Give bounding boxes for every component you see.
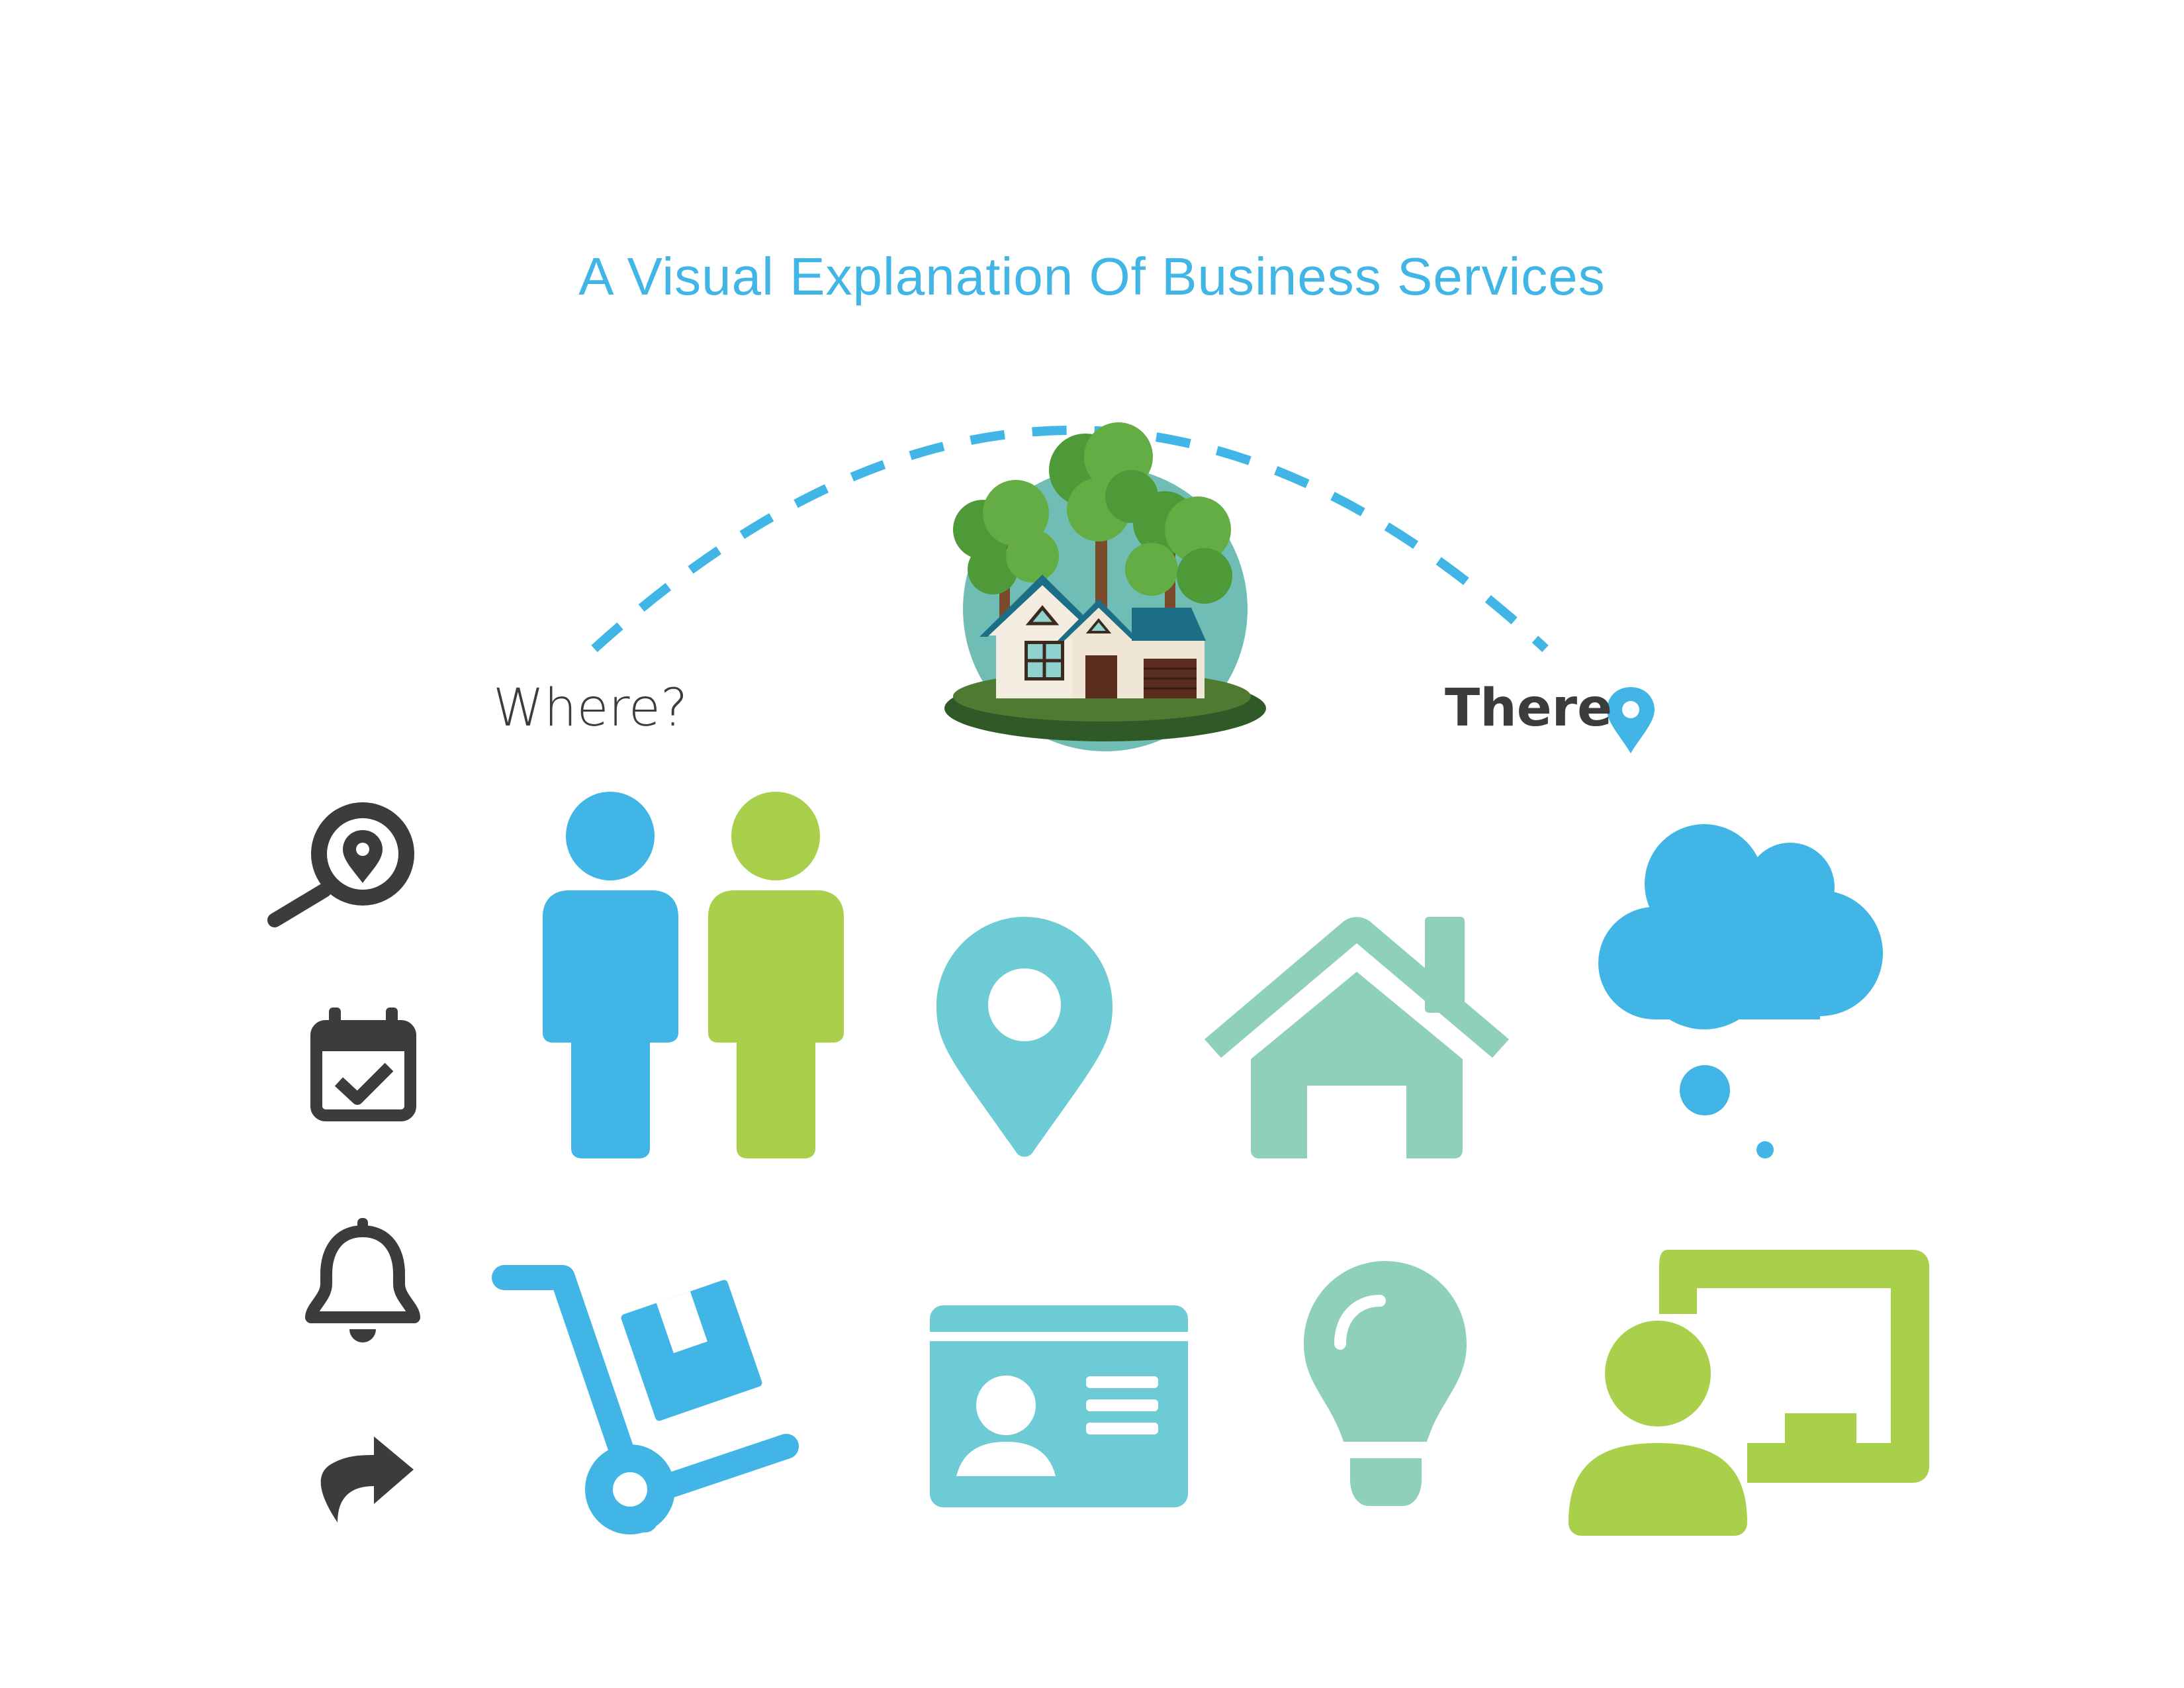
forward-arrow-icon xyxy=(320,1436,414,1523)
page-title: A Visual Explanation Of Business Service… xyxy=(578,247,1606,306)
id-card-icon xyxy=(930,1305,1188,1507)
lightbulb-icon xyxy=(1304,1261,1467,1506)
bell-icon xyxy=(305,1218,420,1342)
house-with-trees-illustration xyxy=(944,422,1266,751)
tree-right xyxy=(1125,491,1232,622)
tree-left xyxy=(953,480,1059,629)
person-green-icon xyxy=(708,792,844,1158)
person-blue-icon xyxy=(543,792,678,1158)
dashed-arc xyxy=(591,426,1549,653)
there-pin-icon xyxy=(1607,687,1655,753)
map-pin-icon xyxy=(936,917,1113,1157)
hand-truck-package-icon xyxy=(492,1265,799,1534)
there-label: There xyxy=(1445,679,1613,738)
thought-cloud-icon xyxy=(1598,824,1883,1158)
house-building xyxy=(979,575,1206,698)
where-label: Where? xyxy=(493,679,688,738)
location-search-icon xyxy=(267,802,414,927)
calendar-check-icon xyxy=(310,1008,416,1121)
home-icon xyxy=(1205,917,1509,1158)
user-presentation-board-icon xyxy=(1569,1250,1929,1536)
